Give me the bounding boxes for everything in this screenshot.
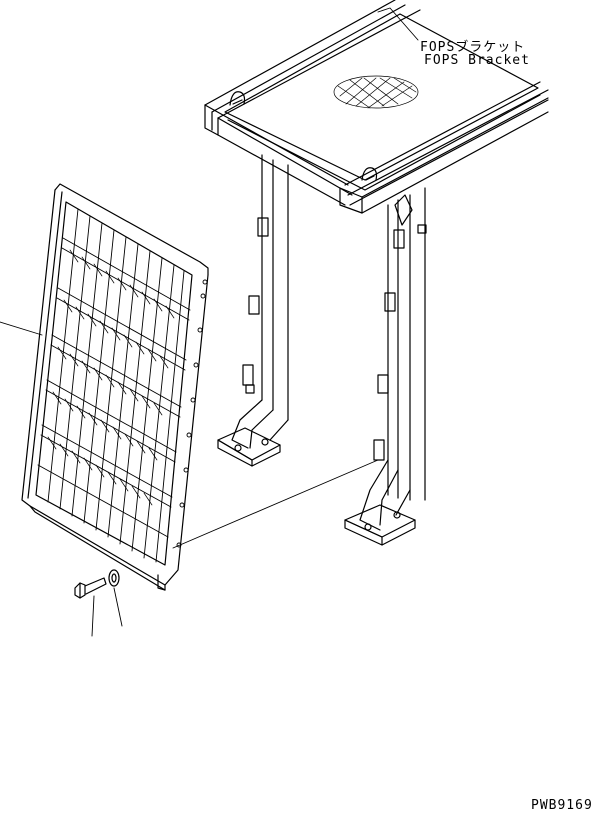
panel-mounting-holes — [177, 280, 207, 547]
panel-vertical-bars — [48, 209, 184, 562]
left-leg — [218, 155, 288, 466]
fops-bracket-label-jp: FOPSブラケット — [420, 40, 526, 55]
right-leg — [345, 188, 426, 545]
mesh-hatch — [334, 76, 418, 108]
mounting-bolt — [75, 578, 106, 598]
panel-louvers — [48, 250, 174, 505]
fops-bracket — [205, 0, 548, 213]
leader-lines — [0, 8, 418, 636]
fops-bracket-label-en: FOPS Bracket — [424, 53, 530, 68]
panel-horizontal-bands — [38, 238, 190, 537]
front-screen-panel — [22, 184, 208, 590]
drawing-code: PWB9169 — [531, 798, 593, 813]
mounting-washer — [109, 570, 119, 586]
